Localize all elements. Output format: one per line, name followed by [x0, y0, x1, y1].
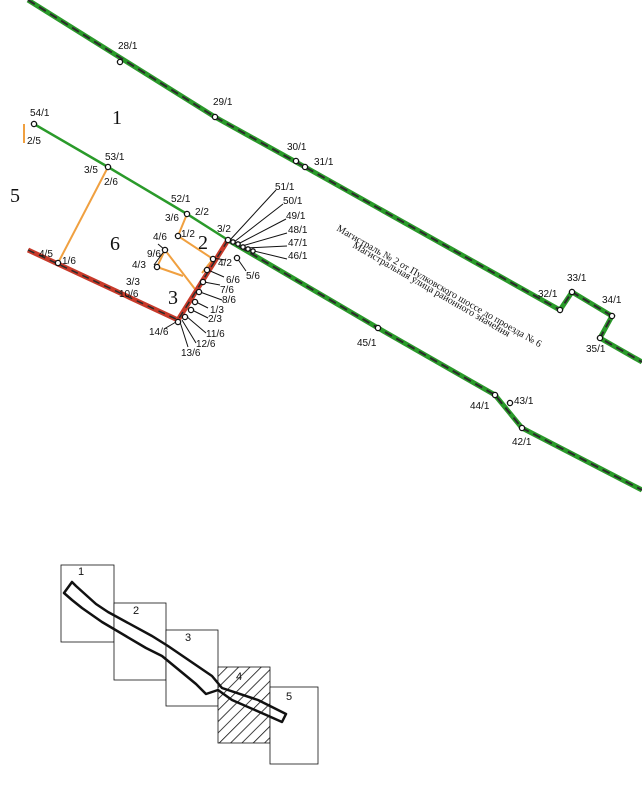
point-label: 28/1: [118, 41, 138, 52]
point-label: 3/3: [126, 277, 140, 288]
point-label: 1/6: [62, 256, 76, 267]
orange-lines: [23, 124, 214, 294]
point-label: 48/1: [288, 225, 308, 236]
point-label: 8/6: [222, 295, 236, 306]
zone-label: 6: [110, 233, 120, 255]
index-sheet-1: [60, 564, 115, 643]
point-label: 44/1: [470, 401, 490, 412]
index-map: 1 2 3 4 5: [60, 564, 319, 765]
point-label: 42/1: [512, 437, 532, 448]
point-label: 13/6: [181, 348, 201, 359]
point-label: 2/2: [195, 207, 209, 218]
point-label: 52/1: [171, 194, 191, 205]
point-label: 1/3: [210, 305, 224, 316]
point-label: 30/1: [287, 142, 307, 153]
point-label: 4/6: [153, 232, 167, 243]
point-label: 3/2: [217, 224, 231, 235]
point-label: 32/1: [538, 289, 558, 300]
point-label: 51/1: [275, 182, 295, 193]
point-label: 33/1: [567, 273, 587, 284]
point-label: 43/1: [514, 396, 534, 407]
point-label: 12/6: [196, 339, 216, 350]
point-markers: [30, 58, 616, 432]
index-sheet-label: 4: [236, 671, 242, 683]
point-label: 2/3: [208, 314, 222, 325]
point-label: 54/1: [30, 108, 50, 119]
index-sheet-5: [269, 686, 319, 765]
point-label: 45/1: [357, 338, 377, 349]
point-label: 49/1: [286, 211, 306, 222]
point-label: 5/6: [246, 271, 260, 282]
point-label: 10/6: [119, 289, 139, 300]
zone-label: 1: [112, 107, 122, 129]
zone-labels: 1 5 6 2 3: [10, 107, 208, 309]
point-label: 34/1: [602, 295, 622, 306]
point-label: 4/3: [132, 260, 146, 271]
point-label: 3/6: [165, 213, 179, 224]
index-sheet-label: 1: [78, 566, 84, 578]
index-sheet-2: [113, 602, 167, 681]
point-label: 47/1: [288, 238, 308, 249]
upper-main-road: [26, 0, 642, 365]
point-label: 4/5: [39, 249, 53, 260]
point-label: 7/6: [220, 285, 234, 296]
index-sheet-label: 3: [185, 632, 191, 644]
point-label: 2/6: [104, 177, 118, 188]
index-sheet-3: [165, 629, 219, 707]
point-label: 31/1: [314, 157, 334, 168]
index-sheet-label: 5: [286, 691, 292, 703]
zone-label: 2: [198, 232, 208, 254]
route-outline: [62, 580, 288, 724]
point-labels: 28/1 29/1 30/1 31/1 33/1 32/1 34/1 35/1 …: [27, 41, 622, 448]
point-label: 35/1: [586, 344, 606, 355]
index-sheet-label: 2: [133, 605, 139, 617]
point-label: 29/1: [213, 97, 233, 108]
point-label: 6/6: [226, 275, 240, 286]
point-label: 4/2: [218, 258, 232, 269]
zone-label: 3: [168, 287, 178, 309]
point-label: 46/1: [288, 251, 308, 262]
point-label: 3/5: [84, 165, 98, 176]
point-label: 9/6: [147, 249, 161, 260]
point-label: 53/1: [105, 152, 125, 163]
point-label: 50/1: [283, 196, 303, 207]
green-street-line: [33, 122, 229, 242]
zone-label: 5: [10, 185, 20, 207]
point-label: 2/5: [27, 136, 41, 147]
point-label: 14/6: [149, 327, 169, 338]
point-label: 1/2: [181, 229, 195, 240]
point-label: 11/6: [206, 329, 225, 340]
